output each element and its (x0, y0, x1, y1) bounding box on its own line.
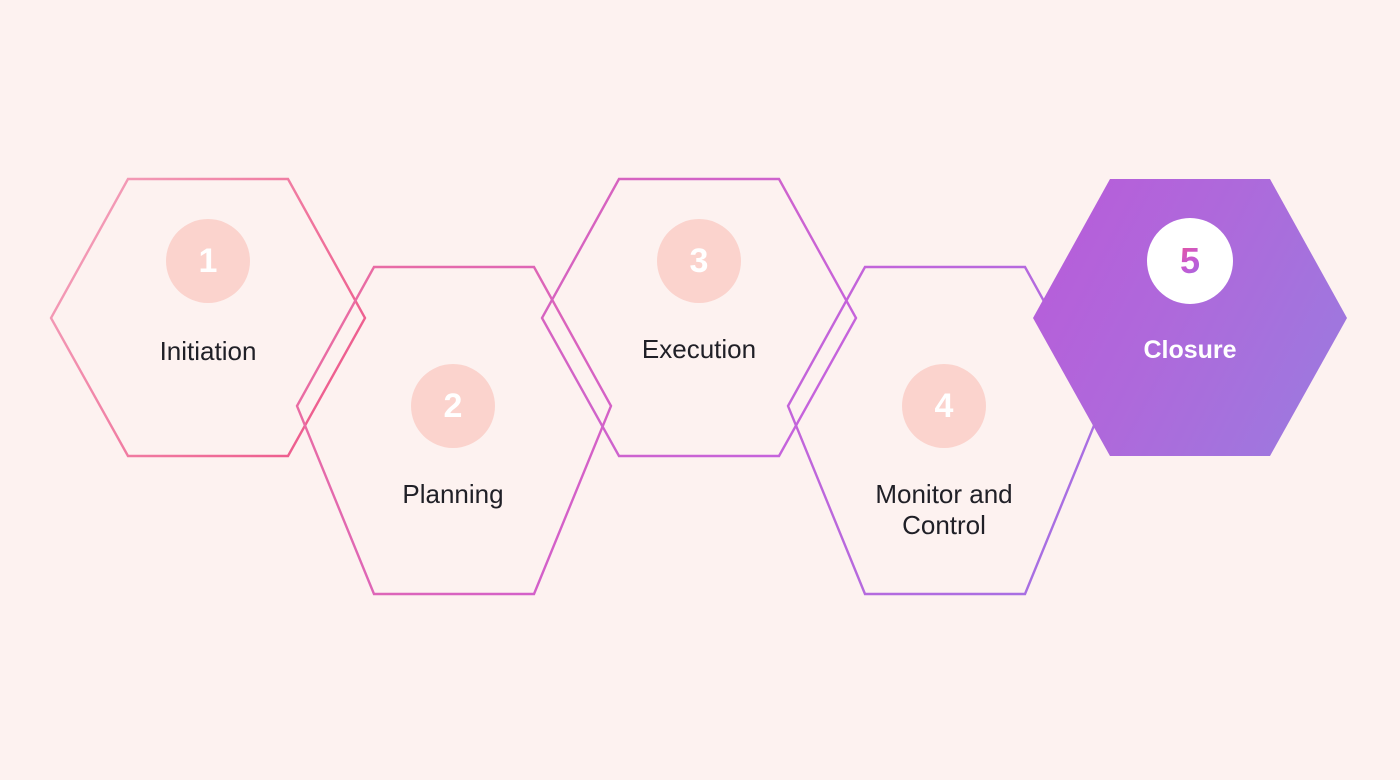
step-badge-4: 4 (902, 364, 986, 448)
step-label-2: Planning (402, 479, 504, 509)
step-label-5: Closure (1143, 336, 1237, 364)
step-badge-2: 2 (411, 364, 495, 448)
hexagon-shape-3[interactable] (540, 177, 858, 458)
step-number-4: 4 (934, 387, 954, 425)
step-badge-3: 3 (657, 219, 741, 303)
step-badge-1: 1 (166, 219, 250, 303)
step-number-3: 3 (689, 242, 709, 280)
step-label-4: Monitor and Control (875, 479, 1013, 540)
step-number-5: 5 (1179, 240, 1201, 281)
step-number-1: 1 (198, 242, 218, 280)
hexagon-shape-2[interactable] (295, 265, 613, 596)
hexagon-shape-4[interactable] (786, 265, 1104, 596)
step-number-2: 2 (443, 387, 463, 425)
step-label-3: Execution (641, 334, 757, 364)
step-badge-5: 5 (1147, 218, 1233, 304)
step-label-1: Initiation (159, 336, 257, 366)
hexagon-shape-5[interactable] (1033, 179, 1347, 456)
hexagon-shape-1[interactable] (49, 177, 367, 458)
